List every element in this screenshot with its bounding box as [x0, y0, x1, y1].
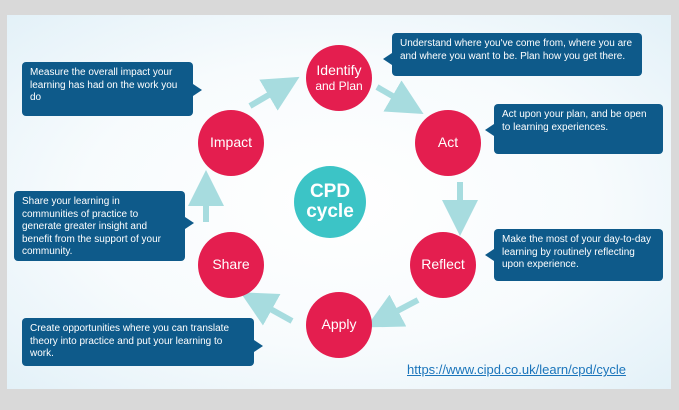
center-label-1: CPD	[309, 181, 351, 203]
arrow-reflect-to-apply	[366, 294, 420, 328]
arrow-impact-to-identify	[248, 76, 300, 111]
node-apply-label: Apply	[321, 316, 357, 333]
description-reflect: Make the most of your day-to-day learnin…	[485, 229, 663, 281]
node-share-label: Share	[212, 256, 250, 273]
node-identify-label-2: and Plan	[315, 79, 363, 93]
description-identify: Understand where you've come from, where…	[383, 33, 642, 76]
description-act: Act upon your plan, and be open to learn…	[485, 104, 663, 154]
center-label-2: cycle	[306, 201, 354, 222]
node-act: Act	[415, 110, 481, 176]
source-link[interactable]: https://www.cipd.co.uk/learn/cpd/cycle	[407, 362, 626, 377]
description-impact: Measure the overall impact your learning…	[22, 62, 202, 116]
node-impact-label: Impact	[209, 134, 252, 151]
node-act-label: Act	[437, 134, 459, 151]
node-reflect: Reflect	[410, 232, 476, 298]
description-apply: Create opportunities where you can trans…	[22, 318, 263, 366]
arrow-apply-to-share	[240, 292, 294, 326]
node-identify-label-1: Identify	[316, 61, 362, 78]
description-share: Share your learning in communities of pr…	[14, 191, 194, 261]
node-apply: Apply	[306, 292, 372, 358]
node-impact: Impact	[198, 110, 264, 176]
node-share: Share	[198, 232, 264, 298]
node-reflect-label: Reflect	[421, 256, 465, 273]
cpd-cycle-center: CPD cycle	[294, 166, 366, 238]
arrow-identify-to-act	[375, 80, 424, 115]
